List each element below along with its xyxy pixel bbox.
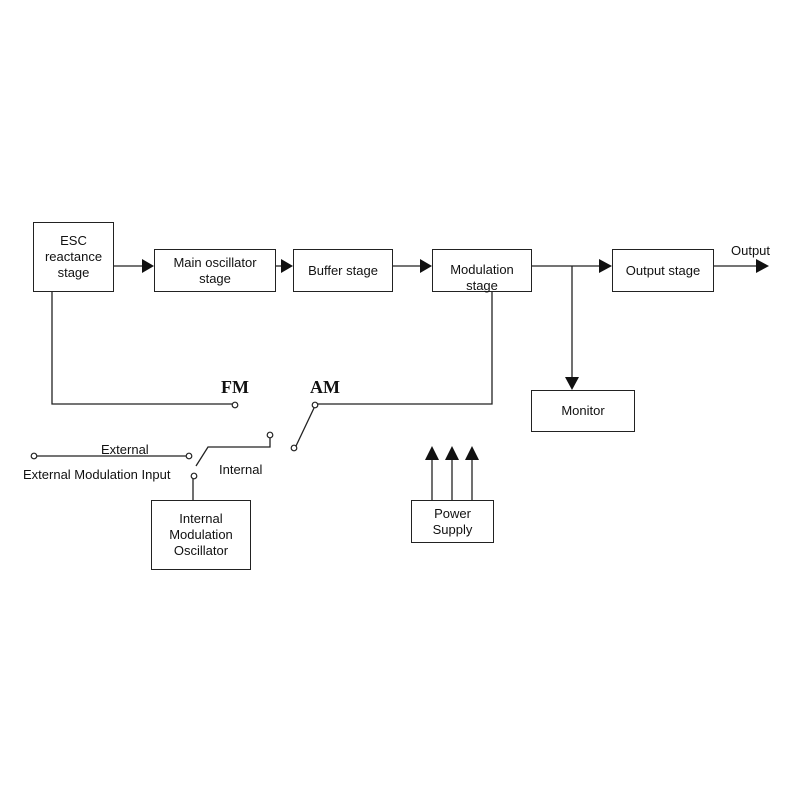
external-modulation-input-label: External Modulation Input [23, 467, 171, 482]
modulation-stage-block: Modulation stage [432, 249, 532, 293]
terminal-external-right [185, 452, 193, 460]
arrow-to-modulation [420, 259, 432, 273]
arrow-power-1 [425, 446, 439, 460]
buffer-stage-block: Buffer stage [293, 249, 393, 292]
arrow-to-buffer [281, 259, 293, 273]
terminal-switch-top [266, 431, 274, 439]
external-label: External [101, 442, 149, 457]
power-supply-block: Power Supply [411, 500, 494, 543]
terminal-internal [190, 472, 198, 480]
terminal-switch-pivot [290, 444, 298, 452]
terminal-am [311, 401, 319, 409]
arrow-output [756, 259, 769, 273]
arrow-to-output-stage [599, 259, 612, 273]
internal-label: Internal [219, 462, 263, 477]
terminal-fm [231, 401, 239, 409]
arrow-to-main-osc [142, 259, 154, 273]
arrow-power-2 [445, 446, 459, 460]
switch-blade [295, 407, 315, 447]
main-oscillator-stage-block: Main oscillator stage [154, 249, 276, 292]
internal-modulation-oscillator-block: Internal Modulation Oscillator [151, 500, 251, 570]
monitor-block: Monitor [531, 390, 635, 432]
wire-switch-stub [195, 437, 271, 467]
arrow-power-3 [465, 446, 479, 460]
arrow-to-monitor [565, 377, 579, 390]
esc-reactance-stage-block: ESC reactance stage [33, 222, 114, 292]
fm-label: FM [221, 377, 249, 397]
output-label: Output [731, 243, 771, 258]
wire-esc-to-fm [51, 292, 232, 405]
wire-modulation-to-am [317, 292, 493, 405]
am-label: AM [310, 377, 340, 397]
terminal-external-left [30, 452, 38, 460]
output-stage-block: Output stage [612, 249, 714, 292]
